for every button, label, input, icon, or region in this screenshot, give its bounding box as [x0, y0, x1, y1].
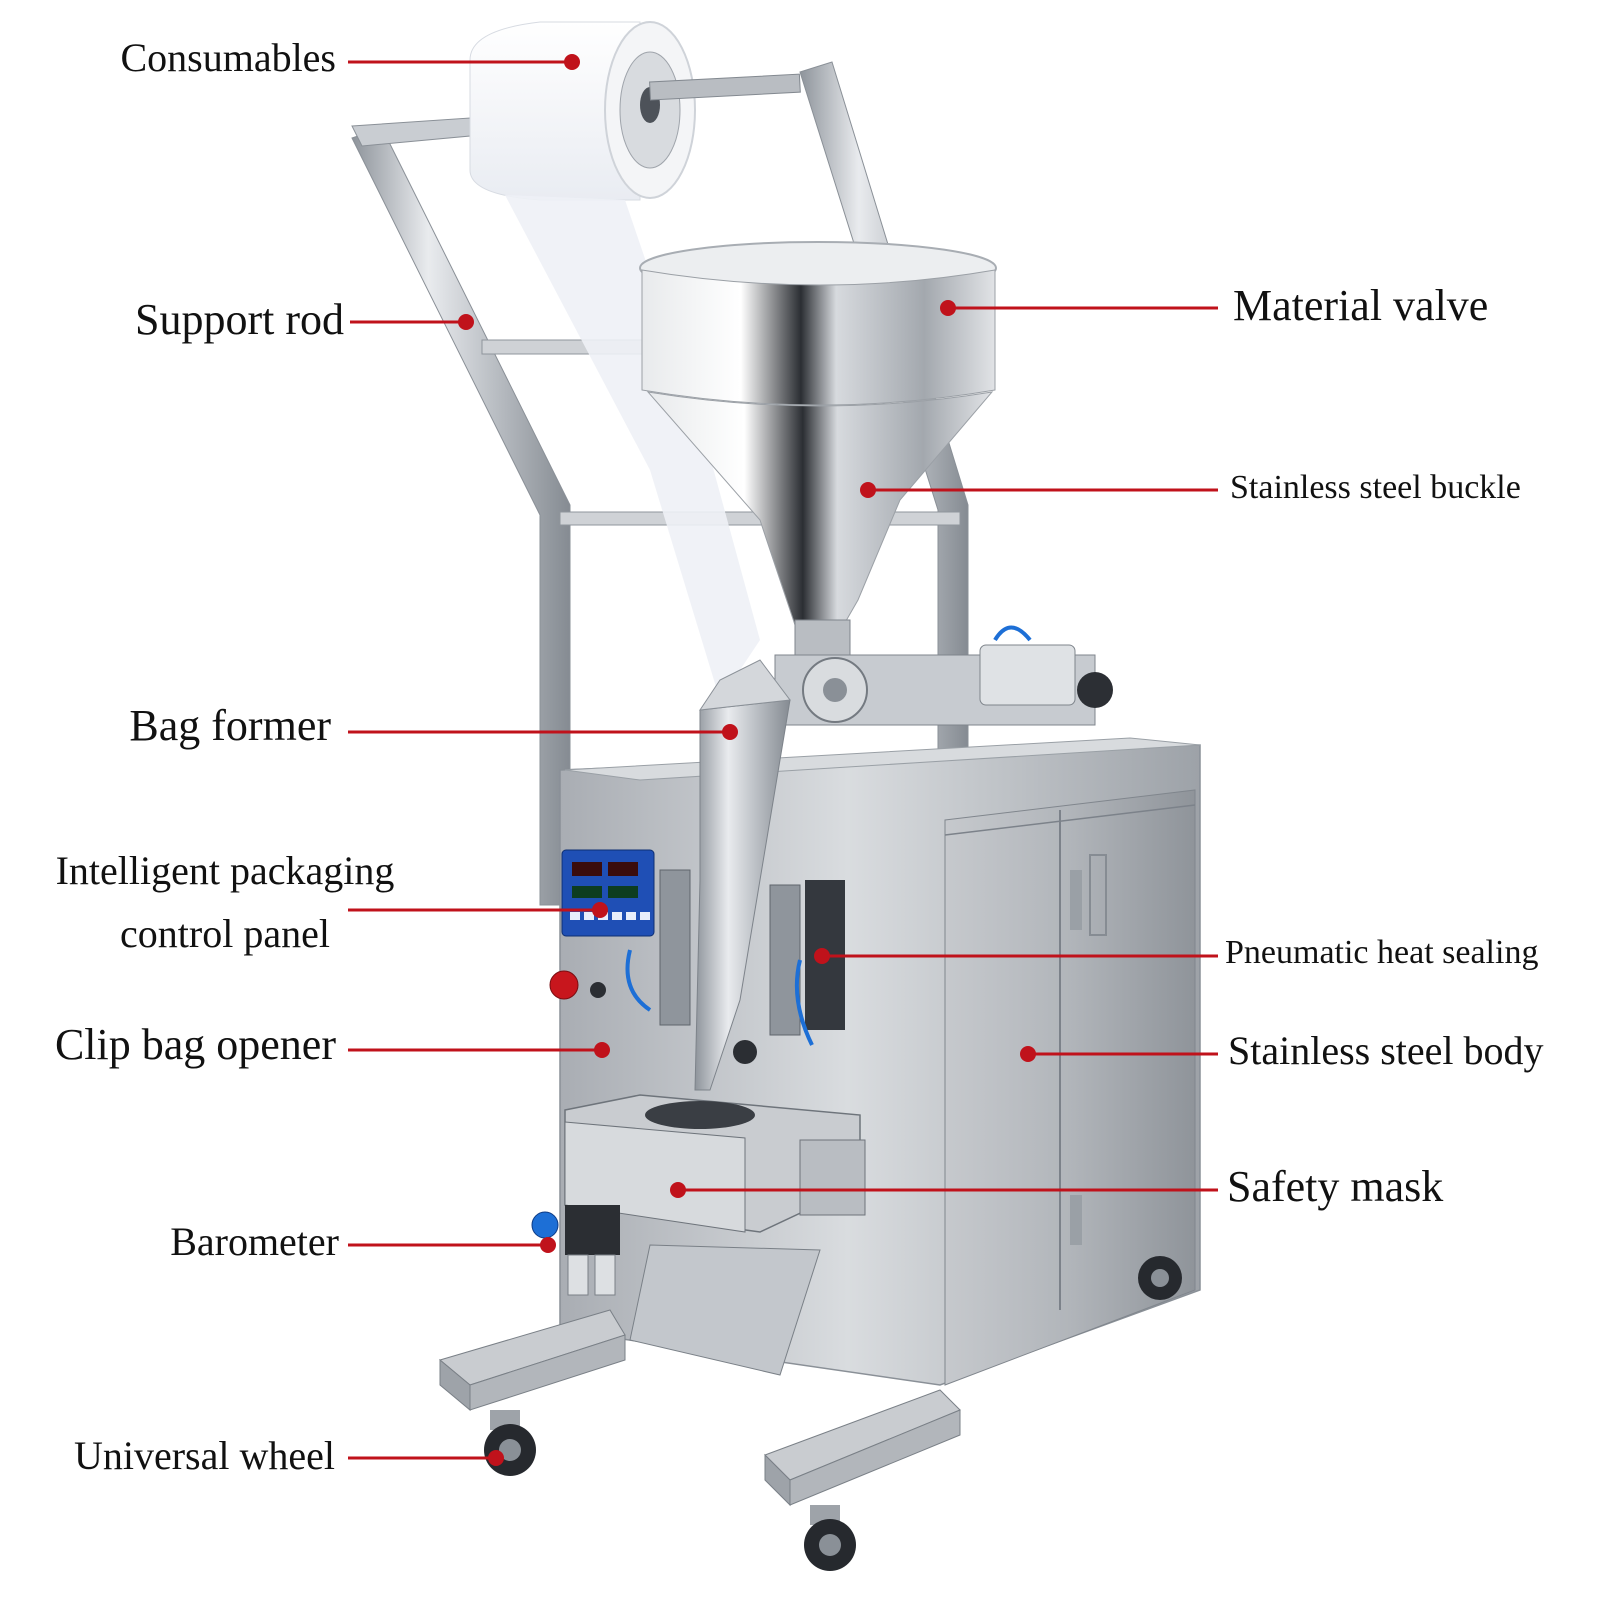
safety-mask-graphic [564, 1094, 866, 1233]
control-panel-graphic [549, 849, 655, 1000]
leader-dot-safety-mask [670, 1182, 686, 1198]
callout-leader-lines [348, 54, 1218, 1466]
base-frame [438, 1309, 961, 1507]
output-chute [629, 1244, 821, 1376]
label-control-panel-line2: control panel [120, 911, 330, 956]
hopper [639, 241, 997, 671]
piston-filler [774, 625, 1113, 726]
label-stainless-steel-body: Stainless steel body [1228, 1028, 1544, 1073]
leader-dot-stainless-steel-buckle [860, 482, 876, 498]
leader-dot-barometer [540, 1237, 556, 1253]
label-support-rod: Support rod [135, 295, 344, 344]
bag-former-tube [694, 659, 791, 1091]
label-universal-wheel: Universal wheel [73, 1433, 335, 1478]
wheel-front-left [484, 1410, 536, 1476]
leader-dot-consumables [564, 54, 580, 70]
wheel-front-right [804, 1505, 856, 1571]
label-pneumatic-heat-sealing: Pneumatic heat sealing [1225, 934, 1539, 971]
leader-dot-support-rod [458, 314, 474, 330]
label-control-panel-line1: Intelligent packaging [55, 848, 395, 893]
air-filter-regulator [531, 1205, 620, 1296]
label-consumables: Consumables [120, 35, 336, 80]
leader-dot-stainless-steel-body [1020, 1046, 1036, 1062]
label-stainless-steel-buckle: Stainless steel buckle [1230, 469, 1521, 506]
label-clip-bag-opener: Clip bag opener [54, 1020, 336, 1069]
leader-dot-bag-former [722, 724, 738, 740]
label-barometer: Barometer [170, 1219, 339, 1264]
film-roll [469, 21, 801, 700]
label-safety-mask: Safety mask [1227, 1162, 1444, 1211]
leader-dot-universal-wheel [488, 1450, 504, 1466]
label-material-valve: Material valve [1233, 281, 1489, 330]
label-bag-former: Bag former [129, 701, 331, 750]
leader-dot-control-panel [592, 902, 608, 918]
leader-dot-clip-bag-opener [594, 1042, 610, 1058]
leader-dot-material-valve [940, 300, 956, 316]
leader-dot-pneumatic-heat-sealing [814, 948, 830, 964]
wheel-back-right [1138, 1256, 1182, 1300]
